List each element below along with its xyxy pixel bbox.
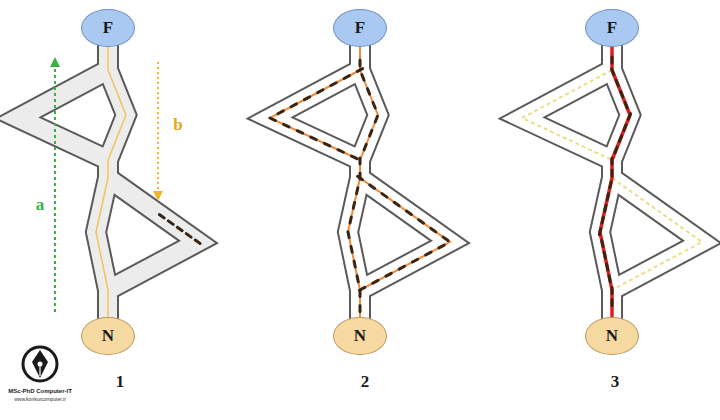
pheromone-trail xyxy=(600,47,630,317)
node-text: F xyxy=(355,18,365,38)
ant xyxy=(621,91,623,97)
ant xyxy=(624,125,626,131)
logo-url: www.konkurcomputer.ir xyxy=(14,396,66,402)
ant xyxy=(348,232,349,238)
ant xyxy=(357,276,358,282)
ant xyxy=(304,97,309,100)
ant xyxy=(278,111,283,114)
ant xyxy=(611,158,614,164)
ant xyxy=(419,220,424,223)
ant xyxy=(373,280,378,283)
pheromone-trail xyxy=(348,47,378,317)
ant xyxy=(353,202,354,208)
ant xyxy=(297,131,302,134)
logo-icon xyxy=(23,347,57,381)
ant xyxy=(375,116,377,122)
ant xyxy=(367,89,369,95)
ant xyxy=(394,202,399,205)
ant xyxy=(331,83,336,86)
ant xyxy=(358,176,363,179)
logo-text: MSc-PhD Computer-IT xyxy=(8,388,72,394)
ant xyxy=(611,300,614,306)
ant xyxy=(344,76,349,79)
ant xyxy=(354,261,355,267)
food-node: F xyxy=(333,9,387,47)
ant xyxy=(168,221,173,224)
ant xyxy=(373,102,375,108)
ant xyxy=(443,237,448,240)
ant xyxy=(359,173,362,179)
ant xyxy=(357,69,362,72)
ant xyxy=(284,124,289,127)
ant xyxy=(611,170,614,176)
ant xyxy=(311,137,316,140)
ant xyxy=(370,130,372,136)
ant xyxy=(607,264,608,270)
ant xyxy=(615,147,617,153)
panel-number: 1 xyxy=(116,372,125,392)
ant xyxy=(177,227,182,230)
ant xyxy=(370,185,375,188)
ant xyxy=(439,245,444,248)
direction-label: b xyxy=(173,115,182,135)
ant xyxy=(611,288,614,294)
food-node: F xyxy=(585,9,639,47)
node-text: N xyxy=(354,326,366,346)
ant xyxy=(359,60,362,66)
ant xyxy=(364,144,366,150)
nest-node: N xyxy=(585,317,639,355)
ant xyxy=(628,114,630,120)
panel-number: 2 xyxy=(361,372,370,392)
nest-node: N xyxy=(81,317,135,355)
direction-label: a xyxy=(36,195,45,215)
pheromone-trail xyxy=(96,47,126,317)
food-node: F xyxy=(81,9,135,47)
node-text: N xyxy=(102,326,114,346)
ant xyxy=(351,246,352,252)
ant xyxy=(318,90,323,93)
ant xyxy=(359,306,362,312)
ant xyxy=(604,252,605,258)
ant xyxy=(350,217,351,223)
ant xyxy=(399,266,404,269)
ant xyxy=(362,75,364,81)
ant xyxy=(412,259,417,262)
ant xyxy=(610,182,611,188)
ant xyxy=(270,118,275,121)
ant xyxy=(338,150,343,153)
ant xyxy=(431,228,436,231)
ant xyxy=(616,80,618,86)
ant xyxy=(359,158,362,164)
node-text: N xyxy=(606,326,618,346)
ant xyxy=(602,241,603,247)
ant xyxy=(619,136,621,142)
nest-node: N xyxy=(333,317,387,355)
ant xyxy=(382,194,387,197)
ant xyxy=(195,240,200,243)
panel-number: 3 xyxy=(611,372,620,392)
ant xyxy=(607,194,608,200)
ant xyxy=(357,188,358,194)
ant xyxy=(612,69,614,75)
ant xyxy=(605,205,606,211)
ant xyxy=(599,229,600,235)
ant xyxy=(386,273,391,276)
ant xyxy=(352,156,357,159)
ant xyxy=(611,57,614,63)
ant xyxy=(602,217,603,223)
node-text: F xyxy=(607,18,617,38)
ant xyxy=(360,287,365,290)
ant xyxy=(426,252,431,255)
ant xyxy=(625,102,627,108)
node-text: F xyxy=(103,18,113,38)
ant xyxy=(609,276,610,282)
ant xyxy=(324,143,329,146)
ant xyxy=(291,104,296,107)
ant xyxy=(159,215,164,218)
ant xyxy=(186,234,191,237)
ant xyxy=(406,211,411,214)
